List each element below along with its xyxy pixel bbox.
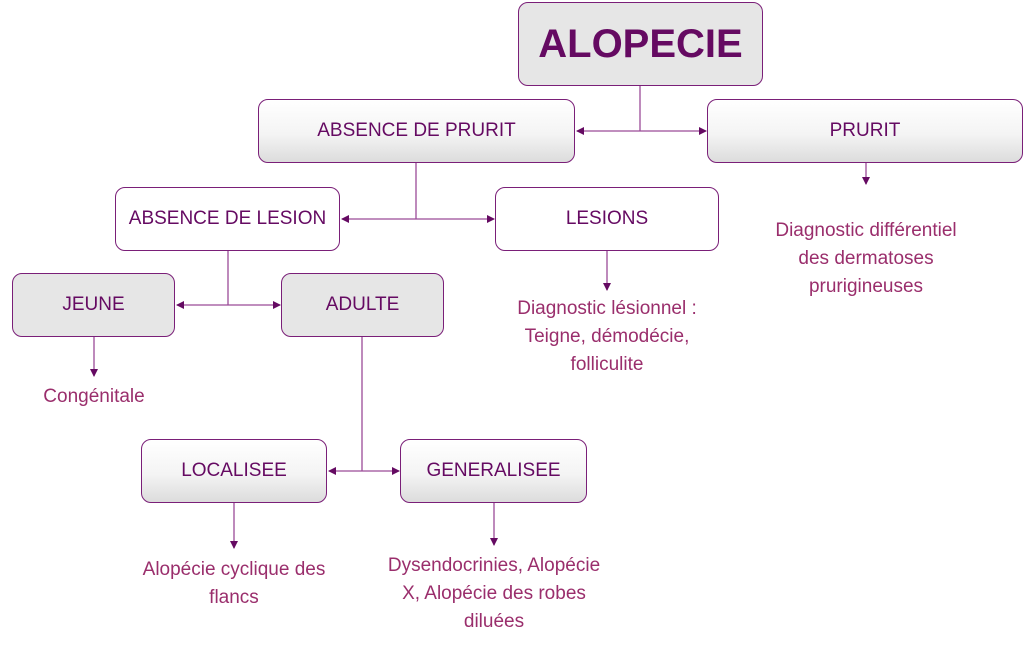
note-line: diluées [463, 611, 525, 632]
note-line: des dermatoses [798, 248, 934, 269]
node-localisee: LOCALISEE [141, 439, 327, 503]
note-line: flancs [209, 587, 259, 608]
note-line: Teigne, démodécie, [524, 326, 690, 347]
note-line: Dysendocrinies, Alopécie [387, 555, 601, 576]
note-line: Congénitale [43, 386, 145, 407]
node-alopecie: ALOPECIE [518, 2, 763, 86]
note-generalisee: Dysendocrinies, Alopécie X, Alopécie des… [388, 552, 600, 636]
note-prurit: Diagnostic différentiel des dermatoses p… [775, 217, 956, 301]
note-jeune: Congénitale [43, 383, 144, 411]
note-lesions: Diagnostic lésionnel : Teigne, démodécie… [517, 295, 697, 379]
note-line: prurigineuses [808, 276, 924, 297]
node-generalisee: GENERALISEE [400, 439, 587, 503]
note-localisee: Alopécie cyclique des flancs [143, 556, 326, 612]
node-prurit: PRURIT [707, 99, 1023, 163]
note-line: Diagnostic différentiel [775, 220, 957, 241]
node-absence-de-lesion: ABSENCE DE LESION [115, 187, 340, 251]
note-line: Alopécie cyclique des [142, 559, 326, 580]
note-line: Diagnostic lésionnel : [517, 298, 697, 319]
note-line: folliculite [570, 354, 644, 375]
node-absence-de-prurit: ABSENCE DE PRURIT [258, 99, 575, 163]
node-jeune: JEUNE [12, 273, 175, 337]
note-line: X, Alopécie des robes [402, 583, 586, 604]
node-lesions: LESIONS [495, 187, 719, 251]
node-adulte: ADULTE [281, 273, 444, 337]
